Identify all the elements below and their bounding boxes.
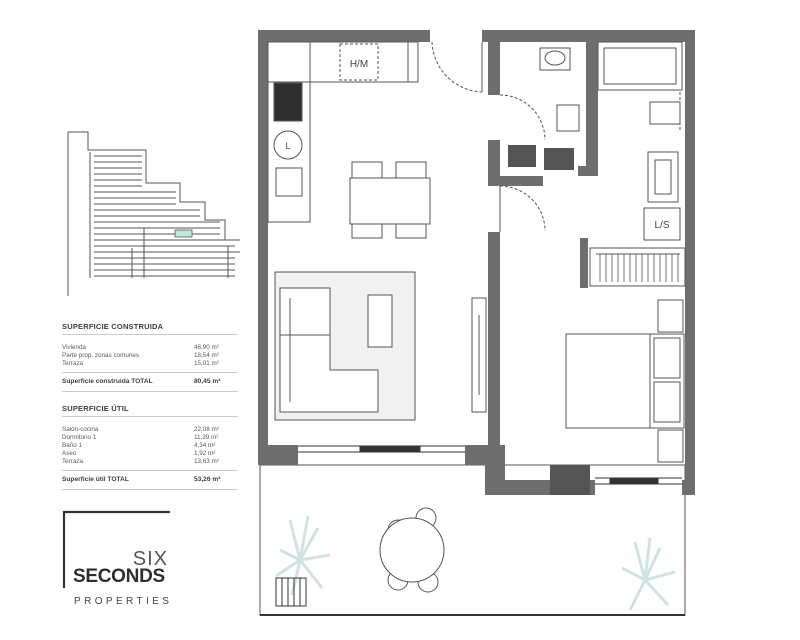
- divider: [62, 416, 238, 417]
- dining-table: [349, 161, 431, 239]
- bathroom: [597, 41, 683, 241]
- plant-right: [621, 537, 676, 611]
- building-section-diagram: [67, 131, 240, 296]
- company-logo: SIX SECONDS PROPERTIES: [62, 510, 170, 612]
- label-hm: H/M: [350, 59, 368, 70]
- divider: [62, 470, 238, 471]
- divider: [62, 489, 238, 490]
- entry-door: [431, 41, 483, 93]
- logo-seconds: SECONDS: [73, 566, 165, 587]
- logo-properties: PROPERTIES: [74, 596, 173, 607]
- floor-plan-drawing: H/M L: [258, 30, 695, 616]
- kitchen: [267, 41, 419, 223]
- toilet-room: [539, 47, 580, 132]
- sofa: [279, 287, 393, 413]
- divider: [62, 334, 238, 335]
- divider: [62, 372, 238, 373]
- divider: [62, 391, 238, 392]
- floor-plan: H/M L: [250, 20, 695, 625]
- bedroom-window: [595, 477, 682, 485]
- interior-doors: [499, 94, 546, 232]
- useful-area-title: SUPERFICIE ÚTIL: [62, 404, 129, 413]
- label-ls: L/S: [654, 220, 669, 231]
- tv-unit: [471, 297, 487, 413]
- label-l: L: [285, 141, 290, 151]
- living-window: [298, 445, 465, 453]
- walls: [258, 30, 695, 495]
- highlighted-unit: [174, 229, 193, 238]
- section-floor-lines: [94, 155, 235, 277]
- terrace: [259, 464, 686, 616]
- built-area-title: SUPERFICIE CONSTRUIDA: [62, 322, 164, 331]
- logo-six: SIX: [132, 548, 168, 570]
- wardrobe: [589, 247, 686, 287]
- bed: [565, 299, 685, 463]
- planter: [275, 577, 307, 607]
- terrace-table: [379, 507, 445, 593]
- logo-frame: [62, 510, 170, 588]
